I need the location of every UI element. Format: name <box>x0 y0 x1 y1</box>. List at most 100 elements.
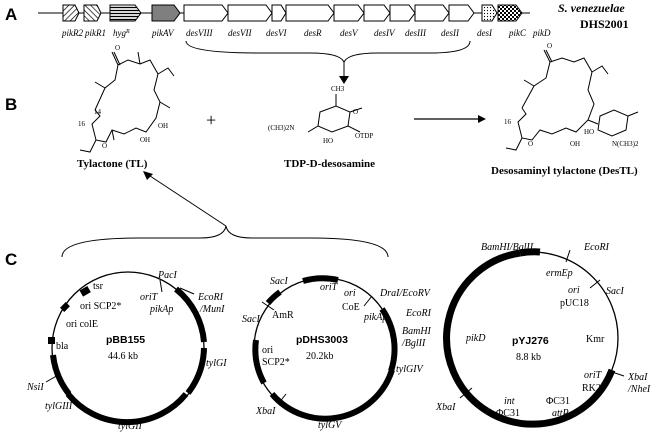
gene-desV <box>333 4 365 22</box>
pdhs3003-name: pDHS3003 <box>296 334 348 346</box>
pdhs3003-tylgiv-segment <box>379 307 398 372</box>
gene-desVII <box>227 4 273 22</box>
pbb155-ori-marker <box>60 302 70 312</box>
destl-ester-o: O <box>528 140 533 148</box>
tl-oh-2: OH <box>140 136 150 144</box>
pbb155-bla-marker <box>48 337 55 344</box>
gene-pikAV <box>151 4 181 22</box>
pyj276-label-phic31-a: ΦC31 <box>546 396 570 407</box>
gene-label-desI: desI <box>477 28 493 38</box>
des-arrow-head <box>339 76 349 84</box>
pyj276-name: pYJ276 <box>512 335 549 347</box>
gene-label-pikAV: pikAV <box>151 28 175 38</box>
pdhs3003-label-bglii: /BglII <box>401 338 426 349</box>
tl-ester-o: O <box>102 142 107 150</box>
gene-label-desVI: desVI <box>266 28 287 38</box>
pbb155-pac-tick <box>159 279 163 293</box>
tylactone-structure <box>79 51 175 153</box>
gene-label-desR: desR <box>304 28 322 38</box>
pdhs3003-label-tylgiv: tylGIV <box>396 364 425 375</box>
plasmid-brace <box>61 225 389 258</box>
destl-c16: 16 <box>504 118 512 126</box>
pyj276-label-orit: oriT <box>584 370 603 381</box>
pdhs3003-label-pikap: pikAp <box>363 312 387 323</box>
pyj276-label-xbai: XbaI <box>627 372 648 383</box>
pdhs3003-label-dra: DraI/EcoRV <box>379 288 432 299</box>
pyj276-label-phic31-b: ΦC31 <box>496 408 520 419</box>
pyj276-label-bamhi: BamHI/BglII <box>481 242 534 253</box>
pdhs3003-label-ori: ori <box>344 288 356 299</box>
pyj276-xba2-tick <box>459 387 473 399</box>
pdhs3003-label-tylgv: tylGV <box>318 420 343 431</box>
gene-pikC <box>481 4 498 22</box>
pbb155-label-tylgiii: tylGIII <box>45 401 73 412</box>
pdhs3003-label-saci-1: SacI <box>270 276 288 287</box>
pyj276-label-xbai-2: XbaI <box>435 402 456 413</box>
gene-pikD <box>497 4 523 22</box>
desosamine-label: TDP-D-desosamine <box>284 158 375 170</box>
pdhs3003-ori-segment <box>252 339 267 385</box>
pyj276-label-puc18: pUC18 <box>560 298 589 309</box>
pdhs3003-label-bamhi: BamHI <box>402 326 432 337</box>
pbb155-label-bla: bla <box>56 341 69 352</box>
gene-label-desII: desII <box>441 28 460 38</box>
tdp-ho: HO <box>323 137 333 145</box>
pbb155-label-tsr: tsr <box>93 281 104 292</box>
desosamine-structure <box>307 94 363 133</box>
pdhs3003-label-saci-2: SacI <box>242 314 260 325</box>
gene-hygR <box>109 4 142 22</box>
tl-c16: 16 <box>78 120 86 128</box>
pdhs3003-label-ori-2: ori <box>262 345 273 356</box>
gene-label-desVII: desVII <box>228 28 252 38</box>
pdhs3003-label-coe: CoE <box>342 302 360 313</box>
pyj276-size: 8.8 kb <box>516 352 541 363</box>
pbb155-eco-tick <box>179 287 195 295</box>
gene-pikR1 <box>83 4 102 22</box>
pbb155-label-ori-cole: ori colE <box>66 319 98 330</box>
pyj276-label-int: int <box>504 396 515 407</box>
pyj276-label-rk2: RK2 <box>582 383 601 394</box>
gene-desII <box>414 4 450 22</box>
brace-arrow-head <box>143 171 153 180</box>
gene-pikR2 <box>62 4 80 22</box>
panel-label-c: C <box>5 250 17 269</box>
panel-label-b: B <box>5 95 17 114</box>
pbb155-pik-segment <box>174 286 207 343</box>
destl-structure <box>505 49 639 151</box>
pbb155-name: pBB155 <box>106 334 145 346</box>
pyj276-label-saci: SacI <box>606 286 624 297</box>
tdp-ch3: CH3 <box>331 85 345 93</box>
pyj276-label-nhei: /NheI <box>627 384 651 395</box>
gene-label-pikR1: pikR1 <box>84 28 106 38</box>
destl-nch3: N(CH3)2 <box>612 140 639 148</box>
pyj276-label-ori: ori <box>568 285 580 296</box>
gene-label-desIV: desIV <box>374 28 396 38</box>
strain-name: S. venezuelae <box>558 1 625 15</box>
tdp-ring-o: O <box>353 108 358 116</box>
destl-label: Desosaminyl tylactone (DesTL) <box>491 165 638 177</box>
pdhs3003-label-xbai: XbaI <box>255 406 276 417</box>
pbb155-label-paci: PacI <box>157 270 178 281</box>
plus-sign: + <box>206 110 216 130</box>
pbb155-label-ecori: EcoRI <box>197 292 224 303</box>
pdhs3003-label-ecori: EcoRI <box>405 308 432 319</box>
pyj276-label-ermep: ermEp <box>546 268 573 279</box>
pbb155-label-nsi: NsiI <box>26 382 44 393</box>
pbb155-label-tylgii: tylGII <box>118 421 143 432</box>
gene-label-pikR2: pikR2 <box>61 28 83 38</box>
pbb155-size: 44.6 kb <box>108 351 138 362</box>
pyj276-label-attp: attP <box>552 408 569 419</box>
pdhs3003-tylgv-segment <box>269 369 395 422</box>
gene-desIII <box>389 4 416 22</box>
strain-id: DHS2001 <box>580 17 629 31</box>
pbb155-label-pikap: pikAp <box>149 304 173 315</box>
gene-label-pikD: pikD <box>532 28 551 38</box>
pbb155-label-orit: oriT <box>140 292 159 303</box>
pdhs3003-orit-segment <box>302 275 339 284</box>
pdhs3003-saci-tick <box>261 301 275 311</box>
pyj276-pikd-segment <box>443 249 521 414</box>
pdhs3003-amr-segment <box>265 289 282 306</box>
destl-oh: OH <box>570 140 580 148</box>
pyj276-label-ecori: EcoRI <box>583 242 610 253</box>
pdhs3003-xba-tick <box>277 393 287 405</box>
